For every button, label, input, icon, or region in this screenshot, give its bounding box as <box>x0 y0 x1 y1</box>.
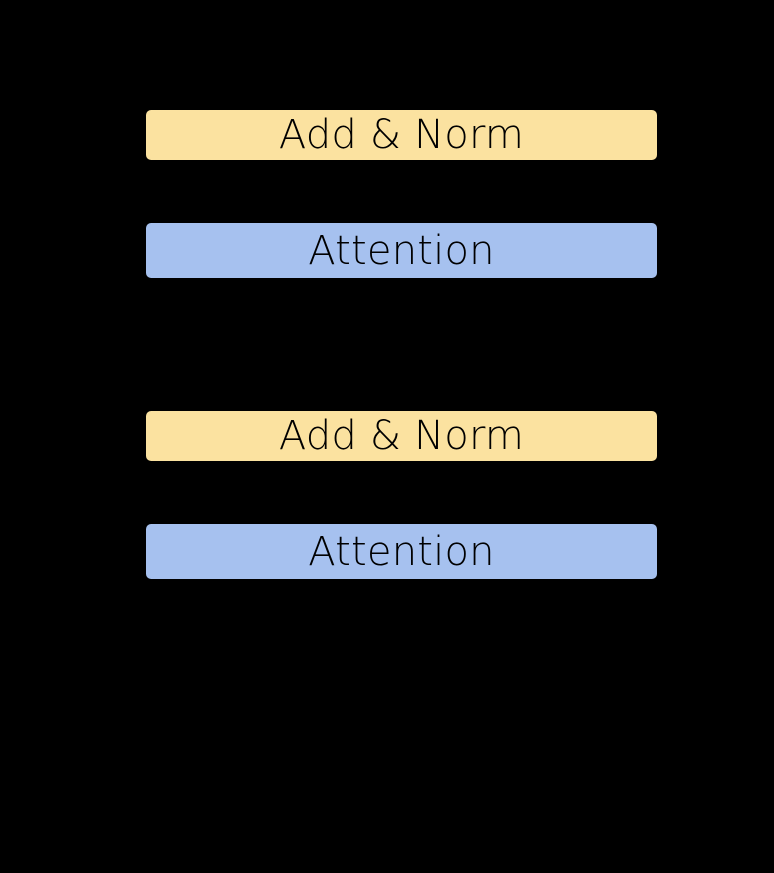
block-label: Attention <box>308 528 495 575</box>
block-attention-top[interactable]: Attention <box>146 223 657 278</box>
block-label: Add & Norm <box>278 112 525 158</box>
block-label: Attention <box>308 227 495 274</box>
block-attention-bottom[interactable]: Attention <box>146 524 657 579</box>
block-add-norm-top[interactable]: Add & Norm <box>146 110 657 160</box>
block-add-norm-bottom[interactable]: Add & Norm <box>146 411 657 461</box>
block-label: Add & Norm <box>278 413 525 459</box>
